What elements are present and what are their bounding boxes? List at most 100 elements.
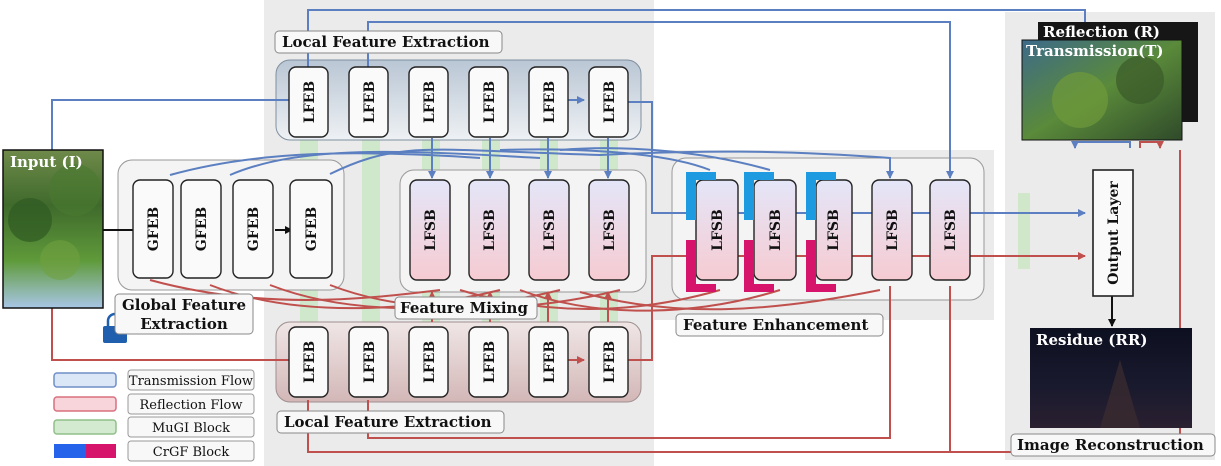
crgf-bottom-bracket — [806, 240, 836, 292]
gfeb-block: GFEB — [180, 179, 222, 279]
gfeb-block: GFEB — [289, 179, 333, 279]
output-layer-block: Output Layer — [1092, 169, 1134, 297]
lfeb-block: LFEB — [288, 326, 329, 398]
gfeb-row: GFEB GFEB GFEB GFEB — [132, 179, 333, 279]
lfsb-block: LFSB — [588, 179, 630, 281]
global-group — [117, 159, 345, 291]
legend-label: Transmission Flow — [129, 374, 253, 389]
lfeb-block: LFEB — [288, 66, 329, 138]
lfeb-block: LFEB — [528, 326, 569, 398]
gfeb-label: GFEB — [194, 207, 210, 252]
lfsb-enhancement-row: LFSB LFSB LFSB LFSB LFSB — [686, 172, 971, 292]
legend-swatch — [86, 444, 116, 458]
lfeb-label: LFEB — [602, 81, 618, 123]
legend-swatch — [53, 372, 117, 388]
legend-item-mugi: MuGI Block — [53, 416, 255, 438]
output-images-stack: Reflection (R) Transmission(T) — [1021, 22, 1198, 141]
lfeb-label: LFEB — [482, 81, 498, 123]
section-label-reconstruction: Image Reconstruction — [1010, 433, 1216, 457]
lfeb-block: LFEB — [348, 326, 389, 398]
lfsb-label: LFSB — [602, 209, 618, 251]
crgf-lfsb-block: LFSB — [744, 172, 797, 292]
lfeb-label: LFEB — [422, 341, 438, 383]
enhancement-title: Feature Enhancement — [683, 316, 868, 334]
lfsb-mixing-row: LFSB LFSB LFSB LFSB — [409, 179, 630, 281]
lfsb-block: LFSB — [468, 179, 510, 281]
lfeb-block: LFEB — [588, 66, 629, 138]
reconstruction-title: Image Reconstruction — [1017, 436, 1204, 454]
local-top-title: Local Feature Extraction — [282, 33, 490, 51]
local-bottom-group — [275, 321, 642, 403]
lfeb-block: LFEB — [468, 326, 509, 398]
lfeb-label: LFEB — [302, 341, 318, 383]
local-bottom-title: Local Feature Extraction — [284, 413, 492, 431]
global-title-line2: Extraction — [140, 315, 228, 333]
lfeb-label: LFEB — [362, 81, 378, 123]
lfeb-block: LFEB — [468, 66, 509, 138]
lfeb-label: LFEB — [602, 341, 618, 383]
lfeb-label: LFEB — [422, 81, 438, 123]
legend-swatch — [53, 396, 117, 412]
lfsb-block: LFSB — [409, 179, 451, 281]
crgf-lfsb-block: LFSB — [686, 172, 739, 292]
input-label: Input (I) — [10, 153, 83, 171]
lfeb-label: LFEB — [542, 341, 558, 383]
section-label-local-bottom: Local Feature Extraction — [276, 410, 505, 434]
section-label-local-top: Local Feature Extraction — [274, 30, 503, 54]
mixing-title: Feature Mixing — [400, 299, 528, 317]
legend-label: Reflection Flow — [140, 398, 243, 413]
gfeb-block: GFEB — [132, 179, 174, 279]
lfsb-label: LFSB — [542, 209, 558, 251]
lfsb-label: LFSB — [826, 209, 842, 251]
lfsb-label: LFSB — [885, 209, 901, 251]
legend-item-crgf: CrGF Block — [54, 440, 255, 462]
legend: Transmission Flow Reflection Flow MuGI B… — [53, 369, 255, 462]
residue-image: Residue (RR) — [1030, 328, 1192, 428]
lfeb-block: LFEB — [588, 326, 629, 398]
gfeb-label: GFEB — [146, 207, 162, 252]
section-label-global: Global Feature Extraction — [114, 293, 254, 335]
legend-swatch — [53, 419, 117, 435]
section-label-enhancement: Feature Enhancement — [675, 313, 884, 337]
crgf-bottom-bracket — [686, 240, 716, 292]
legend-swatch — [54, 444, 86, 458]
lfsb-block: LFSB — [929, 179, 971, 281]
crgf-top-bracket — [686, 172, 716, 220]
legend-label: MuGI Block — [152, 421, 230, 436]
gfeb-label: GFEB — [304, 207, 320, 252]
lfeb-top-row: LFEB LFEB LFEB LFEB LFEB LFEB — [288, 66, 629, 138]
legend-label: CrGF Block — [153, 445, 230, 460]
legend-item-transmission: Transmission Flow — [53, 369, 255, 391]
global-title-line1: Global Feature — [122, 296, 246, 314]
crgf-top-bracket — [806, 172, 836, 220]
lfeb-label: LFEB — [302, 81, 318, 123]
residue-label: Residue (RR) — [1036, 331, 1147, 349]
crgf-bottom-bracket — [744, 240, 774, 292]
lfeb-label: LFEB — [362, 341, 378, 383]
lfsb-label: LFSB — [943, 209, 959, 251]
lfsb-block: LFSB — [528, 179, 570, 281]
lfsb-label: LFSB — [423, 209, 439, 251]
section-label-mixing: Feature Mixing — [394, 296, 538, 320]
gfeb-block: GFEB — [232, 179, 274, 279]
crgf-top-bracket — [744, 172, 774, 220]
transmission-label: Transmission(T) — [1026, 42, 1163, 60]
lfeb-bottom-row: LFEB LFEB LFEB LFEB LFEB LFEB — [288, 326, 629, 398]
lfsb-label: LFSB — [768, 209, 784, 251]
lfeb-block: LFEB — [528, 66, 569, 138]
input-image: Input (I) — [2, 149, 104, 309]
lfeb-label: LFEB — [542, 81, 558, 123]
lfeb-block: LFEB — [408, 66, 449, 138]
output-layer-label: Output Layer — [1106, 181, 1122, 285]
legend-item-reflection: Reflection Flow — [53, 393, 255, 415]
lfeb-block: LFEB — [408, 326, 449, 398]
lfsb-label: LFSB — [482, 209, 498, 251]
crgf-lfsb-block: LFSB — [806, 172, 853, 292]
lfeb-label: LFEB — [482, 341, 498, 383]
reflection-label: Reflection (R) — [1043, 23, 1160, 41]
lfeb-block: LFEB — [348, 66, 389, 138]
lfsb-block: LFSB — [871, 179, 913, 281]
local-top-group — [275, 59, 642, 141]
lfsb-label: LFSB — [710, 209, 726, 251]
